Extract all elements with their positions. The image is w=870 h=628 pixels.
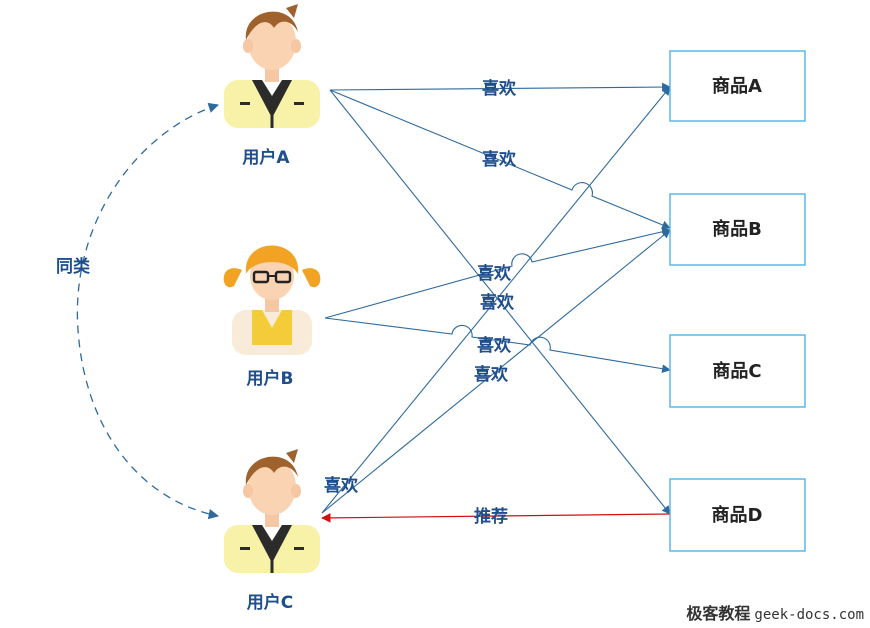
user-c-label: 用户C — [247, 592, 293, 613]
item-a-node: 商品A — [669, 50, 806, 122]
edge-usera-itema-label: 喜欢 — [482, 78, 517, 99]
item-a-label: 商品A — [712, 75, 762, 97]
edge-usera-itemb — [329, 89, 671, 230]
user-a-label: 用户A — [242, 147, 290, 168]
edge-userc-itema — [321, 86, 671, 514]
watermark-domain: geek-docs.com — [754, 607, 864, 623]
edge-userc-like-label: 喜欢 — [324, 475, 359, 496]
user-a-avatar — [224, 4, 320, 128]
item-d-label: 商品D — [712, 504, 763, 526]
recommend-label: 推荐 — [474, 506, 508, 527]
edge-usera-itema — [329, 82, 671, 92]
item-d-node: 商品D — [669, 478, 806, 552]
edge-userb-itemc — [324, 317, 671, 374]
edge-userb-itemb-label: 喜欢 — [477, 263, 512, 284]
similarity-arc — [76, 102, 220, 520]
edge-userb-itemc-label: 喜欢 — [477, 335, 512, 356]
edge-userc-itema-label: 喜欢 — [480, 292, 515, 313]
item-c-node: 商品C — [669, 334, 806, 408]
user-b-avatar — [223, 245, 321, 355]
edge-usera-itemd — [329, 89, 671, 515]
similarity-label: 同类 — [56, 256, 91, 277]
edge-userc-itemb — [321, 229, 671, 514]
item-c-label: 商品C — [712, 360, 761, 382]
user-c-avatar — [224, 449, 320, 573]
edge-userb-itemb — [324, 227, 671, 319]
item-b-node: 商品B — [669, 193, 806, 266]
watermark-brand: 极客教程 — [686, 604, 751, 623]
edge-userc-itemb-label: 喜欢 — [474, 364, 509, 385]
item-b-label: 商品B — [712, 218, 762, 240]
edge-usera-itemb-label: 喜欢 — [482, 149, 517, 170]
user-b-label: 用户B — [247, 368, 294, 389]
edge-recommend-itemd-userc — [321, 513, 671, 523]
